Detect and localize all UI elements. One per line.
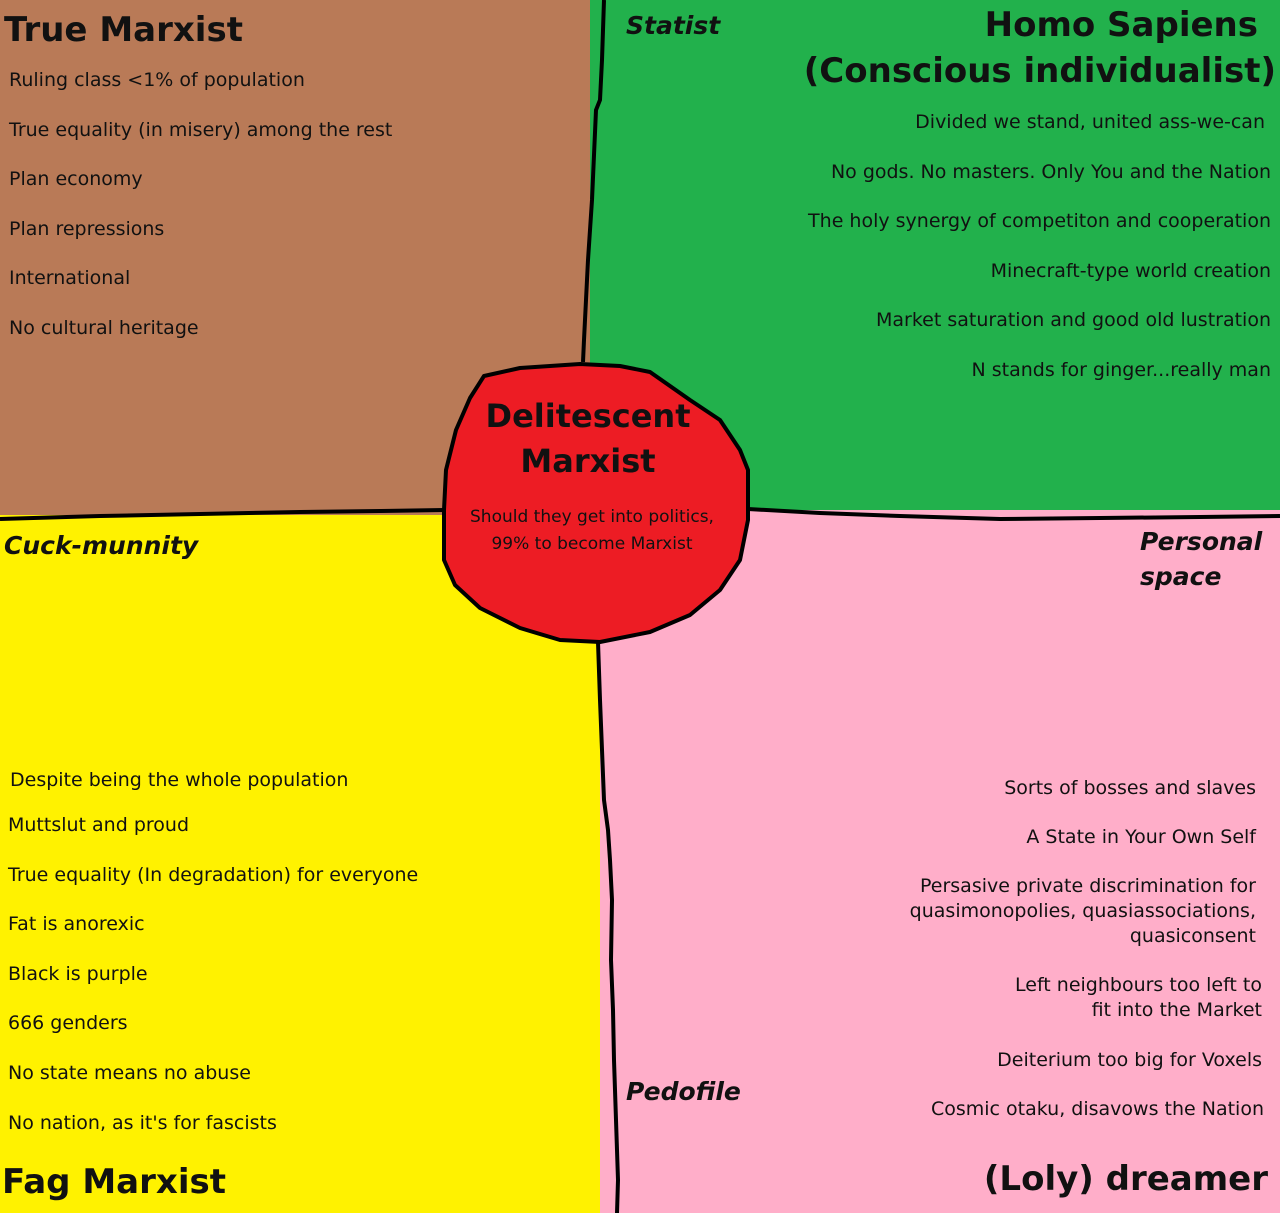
top-right-title-line2: (Conscious individualist) (803, 51, 1276, 91)
list-item: Ruling class <1% of population (9, 69, 305, 91)
center-blob (442, 362, 750, 644)
axis-label-top: Statist (626, 11, 721, 40)
list-item: The holy synergy of competiton and coope… (808, 210, 1271, 233)
list-item: Plan economy (9, 168, 143, 191)
list-item: Left neighbours too left to fit into the… (1015, 974, 1262, 1021)
center-desc-line2: 99% to become Marxist (491, 534, 693, 555)
center-title: Delitescent Marxist (448, 394, 728, 485)
list-item: No nation, as it's for fascists (8, 1111, 277, 1134)
list-item: Cosmic otaku, disavows the Nation (930, 1098, 1264, 1120)
axis-label-left: Cuck-munnity (4, 531, 199, 560)
bottom-left-list: Despite being the whole population Mutts… (8, 768, 418, 1160)
list-item: Black is purple (8, 962, 148, 985)
bottom-left-title: Fag Marxist (2, 1162, 226, 1202)
top-right-title-line1: Homo Sapiens (984, 5, 1258, 45)
axis-label-right-line2: space (1140, 562, 1222, 591)
list-item: No state means no abuse (8, 1061, 251, 1084)
list-item: Muttslut and proud (8, 814, 190, 836)
top-left-list: Ruling class <1% of population True equa… (9, 68, 392, 366)
top-right-list: Divided we stand, united ass-we-can No g… (808, 110, 1271, 408)
list-item: No gods. No masters. Only You and the Na… (830, 160, 1271, 183)
list-item: 666 genders (8, 1012, 128, 1035)
list-item: True equality (In degradation) for every… (8, 863, 419, 886)
list-item: International (9, 267, 131, 290)
axis-label-right: Personal space (1140, 524, 1262, 594)
quadrant-bottom-right (600, 510, 1280, 1213)
center-title-line2: Marxist (520, 442, 656, 481)
axis-label-bottom: Pedofile (626, 1077, 741, 1106)
list-item: Despite being the whole population (10, 769, 349, 791)
list-item: Minecraft-type world creation (990, 259, 1271, 282)
list-item: True equality (in misery) among the rest (9, 118, 393, 141)
list-item: Plan repressions (9, 217, 165, 240)
list-item: No cultural heritage (9, 316, 199, 339)
center-title-line1: Delitescent (485, 397, 691, 435)
center-description: Should they get into politics, 99% to be… (452, 504, 732, 558)
center-desc-line1: Should they get into politics, (470, 507, 714, 527)
list-item: Divided we stand, united ass-we-can (915, 111, 1265, 133)
top-left-title: True Marxist (4, 10, 243, 50)
list-item: Persasive private discrimination for qua… (909, 875, 1256, 947)
list-item: Sorts of bosses and slaves (1004, 777, 1256, 799)
list-item: Fat is anorexic (8, 913, 145, 936)
list-item: Market saturation and good old lustratio… (876, 309, 1271, 332)
axis-label-right-line1: Personal (1140, 527, 1263, 556)
list-item: N stands for ginger...really man (971, 358, 1271, 381)
list-item: A State in Your Own Self (1026, 826, 1256, 848)
quadrant-bottom-left (0, 515, 620, 1213)
bottom-right-list: Sorts of bosses and slaves A State in Yo… (836, 776, 1264, 1146)
bottom-right-title: (Loly) dreamer (983, 1159, 1268, 1199)
list-item: Deiterium too big for Voxels (997, 1049, 1262, 1071)
